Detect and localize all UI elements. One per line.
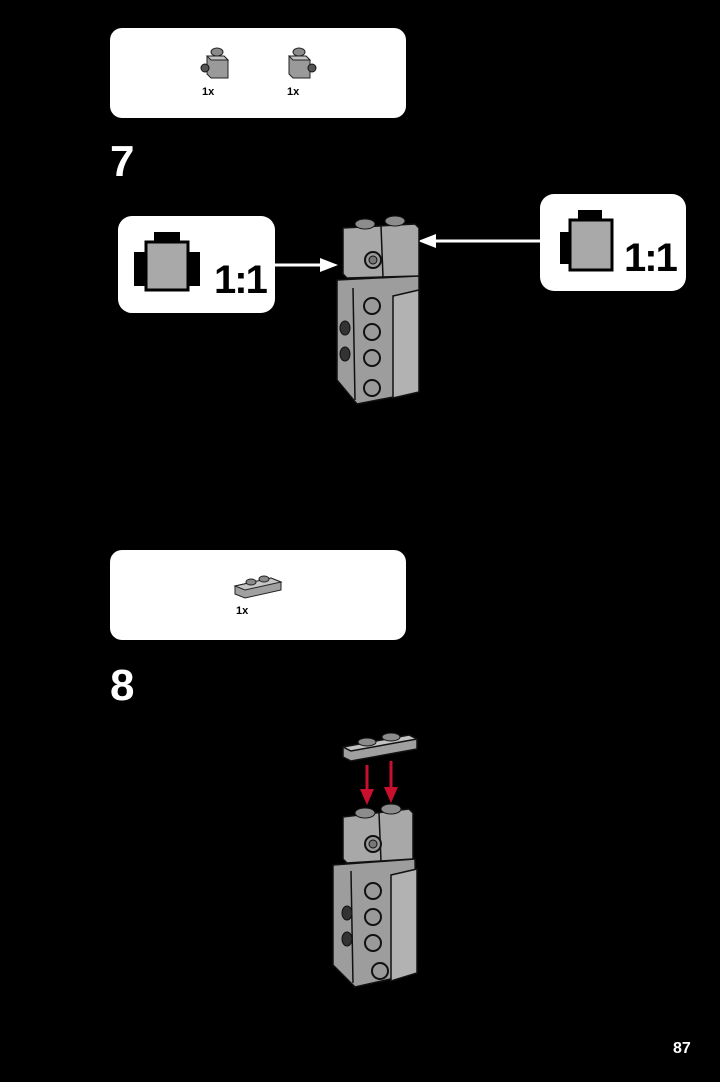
- right-pointer-arrow: [418, 234, 544, 248]
- step7-callout-left-scale: 1:1: [214, 258, 268, 302]
- step7-number: 7: [110, 137, 135, 186]
- step7-parts-panel: 1x 1x: [110, 28, 406, 118]
- plate-1x2-icon: [233, 575, 283, 599]
- brick-1x1-one-side-stud-icon: [560, 210, 614, 272]
- step7-part2-qty: 1x: [287, 86, 300, 98]
- brick-1x1-side-stud-icon: [287, 47, 317, 79]
- step8-plate-and-tower-model: [332, 732, 420, 988]
- step8-number: 8: [110, 661, 135, 710]
- brick-1x1-side-stud-icon: [200, 47, 230, 79]
- step7-callout-right: 1:1: [540, 194, 686, 291]
- brick-1x1-two-side-studs-icon: [134, 232, 200, 292]
- step7-brick-tower-model: [336, 215, 420, 405]
- step7-callout-right-scale: 1:1: [624, 236, 678, 280]
- left-pointer-arrow: [274, 258, 338, 272]
- page-number: 87: [673, 1040, 691, 1057]
- step7-part1-qty: 1x: [202, 86, 215, 98]
- step7-callout-left: 1:1: [118, 216, 275, 313]
- step8-part1-qty: 1x: [236, 605, 249, 617]
- step8-parts-panel: 1x: [110, 550, 406, 640]
